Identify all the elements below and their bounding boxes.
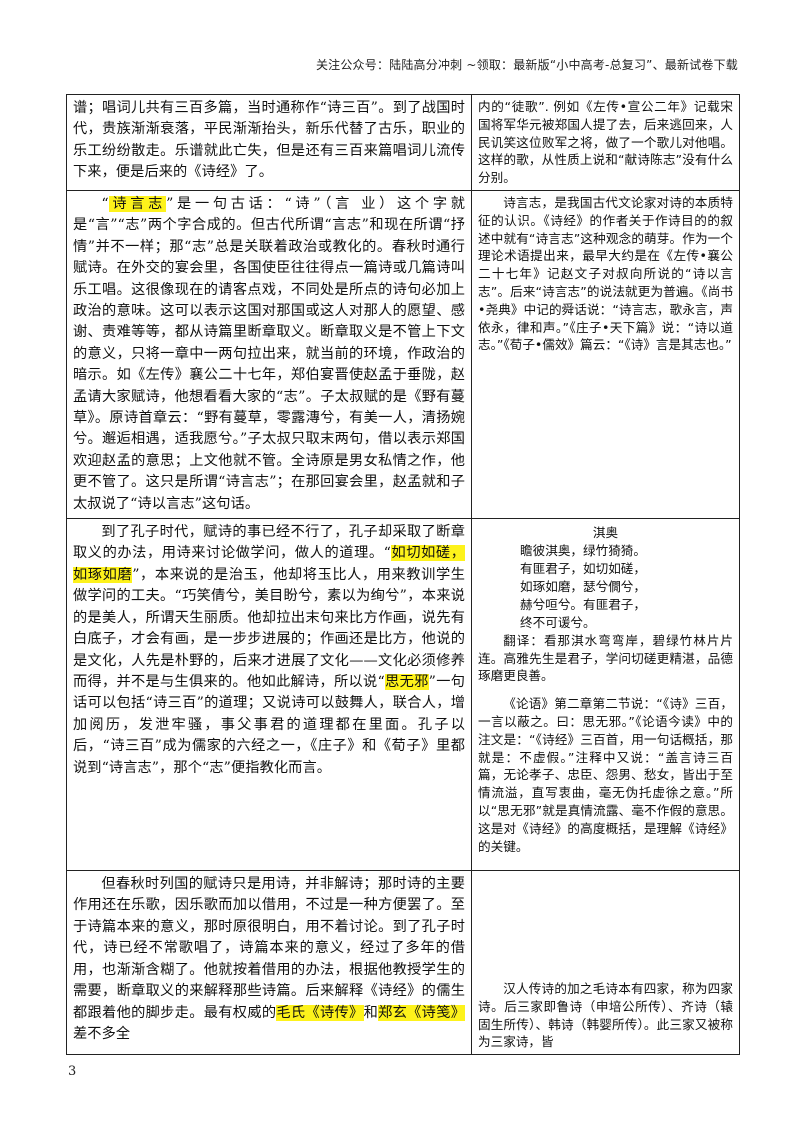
table-row: 但春秋时列国的赋诗只是用诗，并非解诗；那时诗的主要作用还在乐歌，因乐歌而加以借用… bbox=[65, 870, 740, 1056]
note-paragraph: 诗言志，是我国古代文论家对诗的本质特征的认识。《诗经》的作者关于作诗目的的叙述中… bbox=[478, 194, 733, 353]
note-cell: 汉人传诗的加之毛诗本有四家，称为四家诗。后三家即鲁诗（申培公所传）、齐诗（辕固生… bbox=[471, 870, 740, 1056]
table-row: 谱；唱词儿共有三百多篇，当时通称作“诗三百”。到了战国时代，贵族渐渐衰落，平民渐… bbox=[65, 94, 740, 191]
translation-paragraph: 翻译：看那淇水弯弯岸，碧绿竹林片片连。高雅先生是君子，学问切磋更精湛，品德琢磨更… bbox=[478, 632, 733, 684]
note-paragraph: 内的“徒歌”. 例如《左传•宣公二年》记载宋国将军华元被郑国人提了去，后来逃回来… bbox=[478, 99, 733, 186]
poem-line: 终不可谖兮。 bbox=[520, 614, 596, 630]
content-table: 谱；唱词儿共有三百多篇，当时通称作“诗三百”。到了战国时代，贵族渐渐衰落，平民渐… bbox=[65, 94, 740, 1056]
note-cell: 内的“徒歌”. 例如《左传•宣公二年》记载宋国将军华元被郑国人提了去，后来逃回来… bbox=[471, 94, 740, 191]
main-text-cell: 谱；唱词儿共有三百多篇，当时通称作“诗三百”。到了战国时代，贵族渐渐衰落，平民渐… bbox=[65, 94, 473, 191]
analects-paragraph: 《论语》第二章第二节说：“《诗》三百，一言以蔽之。曰：思无邪。”《论语今读》中的… bbox=[478, 696, 733, 854]
text-run: ”一句话可以包括“诗三百”的道理；又说诗可以鼓舞人，联合人，增加阅历，发泄牢骚，… bbox=[73, 673, 466, 776]
poem-line: 有匪君子，如切如磋， bbox=[520, 560, 646, 576]
text-run: 和 bbox=[363, 1004, 379, 1021]
main-text-cell: 到了孔子时代，赋诗的事已经不行了，孔子却采取了断章取义的办法，用诗来讨论做学问，… bbox=[65, 518, 473, 872]
main-text-cell: “诗言志”是一句古话：“诗”（言 业）这个字就是“言”“志”两个字合成的。但古代… bbox=[65, 189, 473, 520]
table-row: “诗言志”是一句古话：“诗”（言 业）这个字就是“言”“志”两个字合成的。但古代… bbox=[65, 189, 740, 520]
note-paragraph: 汉人传诗的加之毛诗本有四家，称为四家诗。后三家即鲁诗（申培公所传）、齐诗（辕固生… bbox=[478, 981, 733, 1050]
text-run: ”，本来说的是治玉，他却将玉比人，用来教训学生做学问的工夫。“巧笑倩兮，美目盼兮… bbox=[73, 566, 466, 690]
main-paragraph: “诗言志”是一句古话：“诗”（言 业）这个字就是“言”“志”两个字合成的。但古代… bbox=[73, 194, 465, 515]
poem-line: 如琢如磨，瑟兮僩兮， bbox=[520, 578, 646, 594]
page-header: 关注公众号：陆陆高分冲刺 ~领取：最新版“小中高考-总复习”、最新试卷下载 bbox=[315, 58, 738, 72]
main-text-cell: 但春秋时列国的赋诗只是用诗，并非解诗；那时诗的主要作用还在乐歌，因乐歌而加以借用… bbox=[65, 870, 473, 1056]
main-paragraph: 但春秋时列国的赋诗只是用诗，并非解诗；那时诗的主要作用还在乐歌，因乐歌而加以借用… bbox=[73, 874, 466, 1045]
main-paragraph: 到了孔子时代，赋诗的事已经不行了，孔子却采取了断章取义的办法，用诗来讨论做学问，… bbox=[73, 522, 466, 779]
main-paragraph: 谱；唱词儿共有三百多篇，当时通称作“诗三百”。到了战国时代，贵族渐渐衰落，平民渐… bbox=[73, 100, 466, 181]
note-cell: 淇奥 瞻彼淇奥，绿竹猗猗。 有匪君子，如切如磋， 如琢如磨，瑟兮僩兮， 赫兮咺兮… bbox=[471, 518, 740, 872]
poem-line: 瞻彼淇奥，绿竹猗猗。 bbox=[520, 542, 646, 558]
text-run: ”是一句古话：“诗”（言 业）这个字就是“言”“志”两个字合成的。但古代所谓“言… bbox=[73, 195, 466, 512]
page-number: 3 bbox=[68, 1064, 77, 1079]
poem-line: 赫兮咺兮。有匪君子， bbox=[520, 596, 646, 612]
poem-title: 淇奥 bbox=[592, 525, 619, 541]
note-cell: 诗言志，是我国古代文论家对诗的本质特征的认识。《诗经》的作者关于作诗目的的叙述中… bbox=[471, 189, 740, 520]
spacer bbox=[478, 685, 733, 695]
highlighted-phrase: 毛氏《诗传》 bbox=[276, 1004, 364, 1021]
text-run: 到了孔子时代，赋诗的事已经不行了，孔子却采取了断章取义的办法，用诗来讨论做学问，… bbox=[73, 524, 466, 562]
text-run: “ bbox=[101, 195, 109, 212]
table-row: 到了孔子时代，赋诗的事已经不行了，孔子却采取了断章取义的办法，用诗来讨论做学问，… bbox=[65, 518, 740, 872]
highlighted-phrase: 思无邪 bbox=[384, 673, 429, 690]
text-run: 差不多全 bbox=[73, 1025, 131, 1042]
spacer bbox=[478, 874, 733, 980]
text-run: 但春秋时列国的赋诗只是用诗，并非解诗；那时诗的主要作用还在乐歌，因乐歌而加以借用… bbox=[73, 876, 466, 1021]
highlighted-phrase: 诗言志 bbox=[108, 195, 167, 212]
highlighted-phrase: 郑玄《诗笺》 bbox=[378, 1004, 466, 1021]
